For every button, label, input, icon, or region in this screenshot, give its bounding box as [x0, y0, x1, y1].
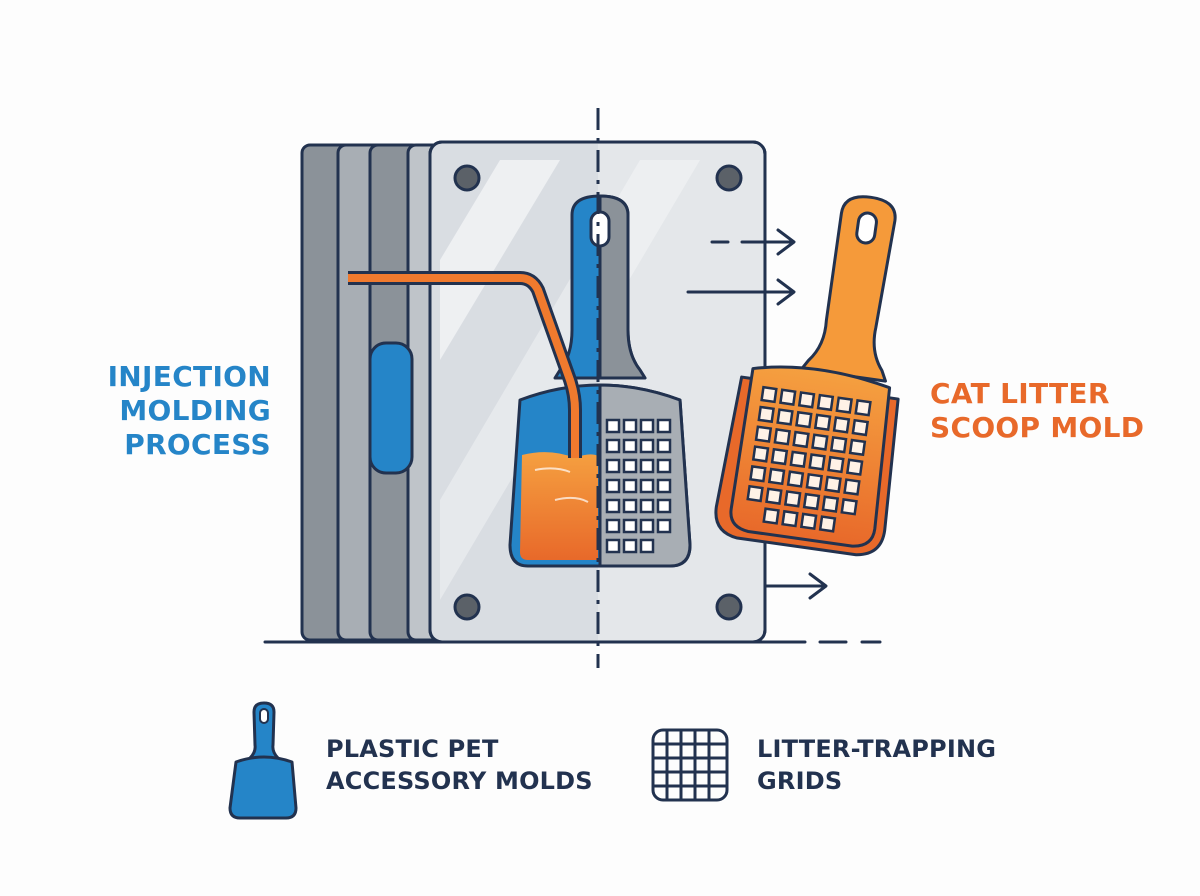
ejection-arrows	[686, 228, 828, 600]
clamp-block	[368, 341, 414, 475]
cat-litter-scoop-label: CAT LITTER SCOOP MOLD	[930, 377, 1144, 445]
label-line: PROCESS	[124, 428, 271, 461]
legend-line: GRIDS	[757, 767, 843, 795]
grid-icon	[651, 728, 729, 802]
label-line: SCOOP MOLD	[930, 411, 1145, 444]
legend-grids: LITTER-TRAPPING GRIDS	[757, 733, 996, 797]
legend-line: ACCESSORY MOLDS	[326, 767, 593, 795]
injection-runner	[348, 271, 582, 458]
injection-molding-label: INJECTION MOLDING PROCESS	[96, 360, 271, 462]
scoop-icon	[228, 701, 298, 820]
legend-line: PLASTIC PET	[326, 735, 499, 763]
label-line: MOLDING	[119, 394, 271, 427]
mold-bolts	[453, 164, 743, 621]
label-line: INJECTION	[107, 360, 271, 393]
legend-pet-molds: PLASTIC PET ACCESSORY MOLDS	[326, 733, 593, 797]
legend-line: LITTER-TRAPPING	[757, 735, 997, 763]
label-line: CAT LITTER	[930, 377, 1110, 410]
finished-scoop	[714, 195, 900, 557]
mold-cavity-scoop	[508, 194, 692, 568]
